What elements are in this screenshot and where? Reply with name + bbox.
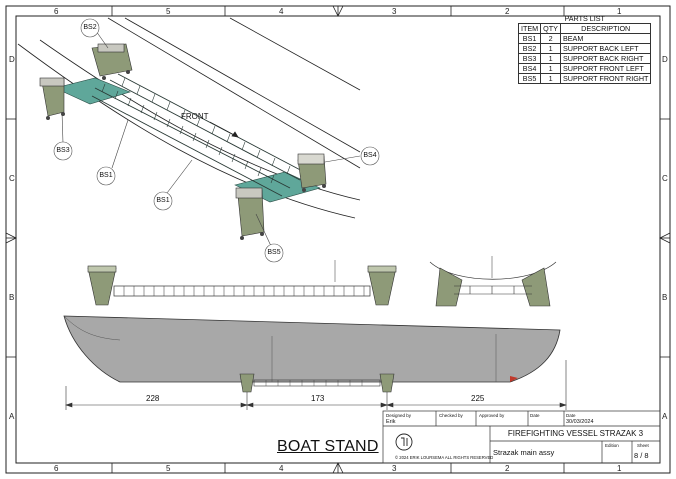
side-view-assy (87, 260, 397, 306)
cell-item: BS3 (517, 53, 542, 64)
dimension-lines (65, 360, 567, 410)
drawing-title: BOAT STAND (277, 438, 379, 455)
assembly-name: Strazak main assy (493, 448, 555, 457)
cell-qty: 1 (540, 43, 561, 54)
hull-view (63, 315, 561, 393)
header-qty: QTY (540, 23, 561, 34)
designed-by-label: Designed by (386, 413, 412, 418)
balloon-circles (53, 18, 380, 263)
table-row: BS1 2 BEAM (517, 33, 652, 44)
dimension-173: 173 (311, 394, 325, 403)
balloon-bs3: BS3 (56, 147, 70, 154)
cell-description: SUPPORT BACK LEFT (559, 43, 652, 54)
balloon-bs4: BS4 (363, 152, 377, 159)
iso-view (17, 17, 380, 263)
table-row: BS2 1 SUPPORT BACK LEFT (517, 43, 652, 54)
title-block-grid (382, 410, 661, 464)
dimension-228: 228 (146, 394, 160, 403)
table-row: BS3 1 SUPPORT BACK RIGHT (517, 53, 652, 64)
row-label-b: B (9, 293, 15, 302)
row-label-a: A (9, 412, 15, 421)
parts-list-table: PARTS LIST ITEM QTY DESCRIPTION BS1 2 BE… (517, 14, 652, 84)
designed-by-value: Erik (386, 419, 396, 425)
cell-item: BS4 (517, 63, 542, 74)
col-label-bottom-1: 1 (617, 464, 622, 473)
front-label: FRONT (181, 112, 209, 121)
col-label-2: 2 (505, 7, 510, 16)
cell-qty: 1 (540, 63, 561, 74)
header-description: DESCRIPTION (559, 23, 652, 34)
cell-description: SUPPORT BACK RIGHT (559, 53, 652, 64)
col-label-3: 3 (392, 7, 397, 16)
edition-label: Edition (605, 443, 619, 448)
col-label-bottom-4: 4 (279, 464, 284, 473)
cell-item: BS5 (517, 73, 542, 84)
row-label-right-a: A (662, 412, 668, 421)
col-label-5: 5 (166, 7, 171, 16)
copyright-notice: © 2024 ERIK LOURSEMA ALL RIGHTS RESERVED (395, 455, 494, 460)
col-label-bottom-3: 3 (392, 464, 397, 473)
checked-by-label: Checked by (439, 413, 463, 418)
row-label-right-c: C (662, 174, 668, 183)
cell-qty: 1 (540, 53, 561, 64)
centering-marks (5, 5, 671, 474)
dimension-225: 225 (471, 394, 485, 403)
creative-commons-logo-icon (395, 433, 413, 451)
cell-qty: 1 (540, 73, 561, 84)
balloon-bs2: BS2 (83, 24, 97, 31)
cell-description: SUPPORT FRONT LEFT (559, 63, 652, 74)
iso-feet (46, 70, 326, 240)
zone-ticks (6, 6, 670, 473)
balloon-leaders (61, 30, 361, 247)
date-label-approved: Date (530, 413, 540, 418)
side-beam-lattice (123, 286, 365, 296)
table-row: BS5 1 SUPPORT FRONT RIGHT (517, 73, 652, 84)
parts-list-header: ITEM QTY DESCRIPTION (517, 23, 652, 34)
balloon-bs1-b: BS1 (156, 197, 170, 204)
sheet-number: 8 / 8 (634, 451, 649, 460)
balloon-bs5: BS5 (267, 249, 281, 256)
iso-beams (91, 73, 309, 197)
end-view (429, 256, 557, 307)
cell-item: BS1 (517, 33, 542, 44)
iso-beam-lattice (101, 77, 291, 184)
table-row: BS4 1 SUPPORT FRONT LEFT (517, 63, 652, 74)
row-label-right-d: D (662, 55, 668, 64)
col-label-bottom-6: 6 (54, 464, 59, 473)
approved-by-label: Approved by (479, 413, 505, 418)
row-label-c: C (9, 174, 15, 183)
parts-list-caption: PARTS LIST (564, 14, 605, 23)
col-label-1: 1 (617, 7, 622, 16)
col-label-bottom-2: 2 (505, 464, 510, 473)
col-label-6: 6 (54, 7, 59, 16)
project-title: FIREFIGHTING VESSEL STRAZAK 3 (507, 429, 644, 438)
balloon-bs1-a: BS1 (99, 172, 113, 179)
sheet-label: Sheet (637, 443, 649, 448)
cell-description: BEAM (559, 33, 652, 44)
date-label: Date (566, 413, 576, 418)
row-label-right-b: B (662, 293, 668, 302)
row-label-d: D (9, 55, 15, 64)
iso-supports (39, 43, 327, 237)
date-value: 30/03/2024 (566, 419, 594, 425)
col-label-4: 4 (279, 7, 284, 16)
cell-qty: 2 (540, 33, 561, 44)
cell-item: BS2 (517, 43, 542, 54)
front-arrow (209, 121, 239, 138)
header-item: ITEM (517, 23, 542, 34)
cell-description: SUPPORT FRONT RIGHT (559, 73, 652, 84)
col-label-bottom-5: 5 (166, 464, 171, 473)
